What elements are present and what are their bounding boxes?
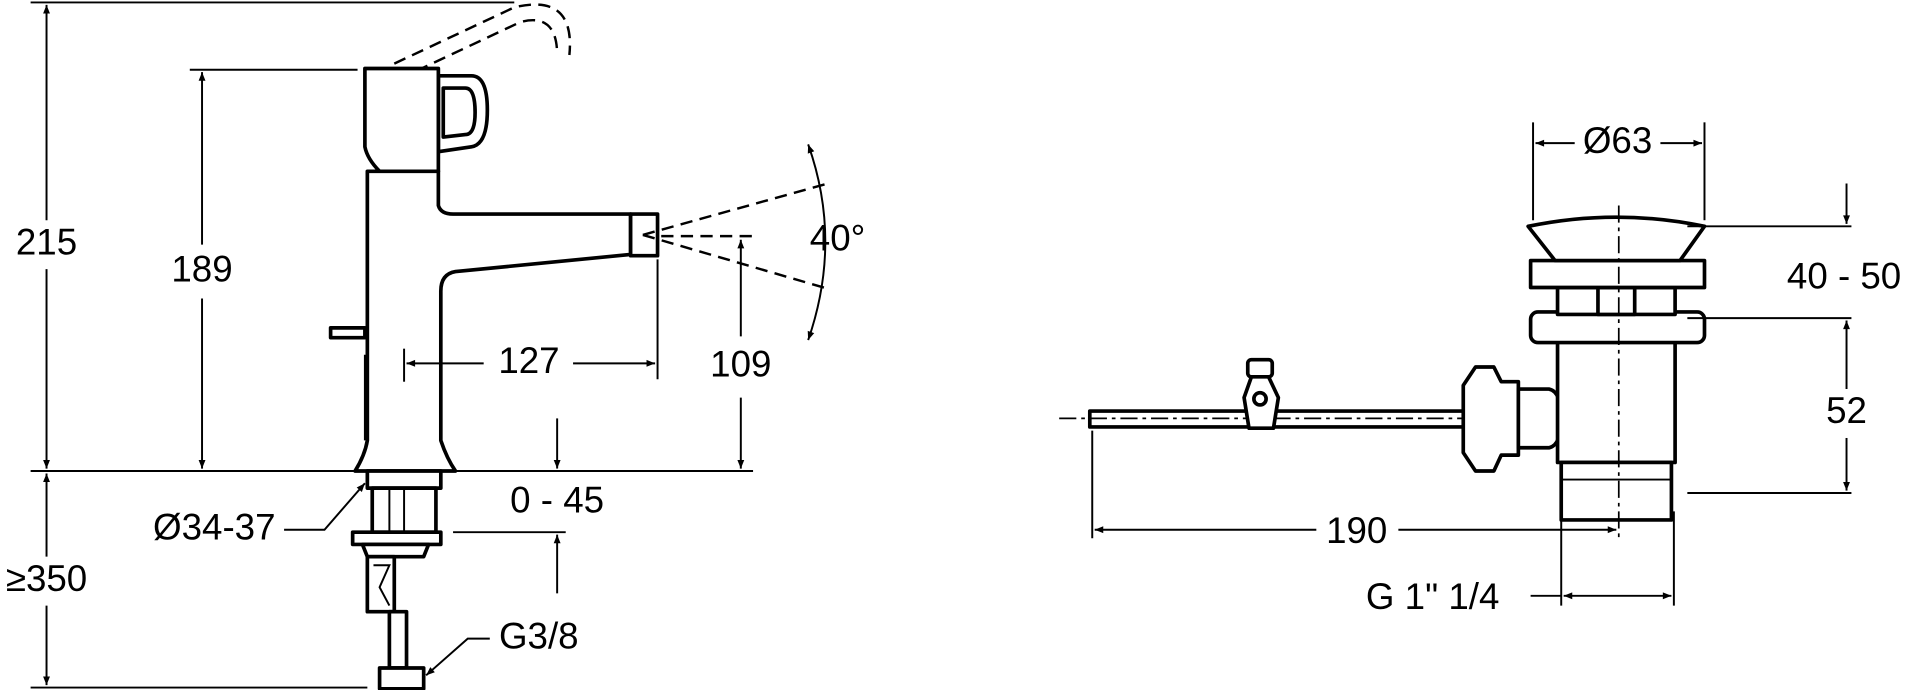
deck-thickness-label: 0 - 45 [510, 480, 604, 521]
plug-lift-label: 40 - 50 [1787, 256, 1901, 297]
waste-thread-label: G 1" 1/4 [1366, 576, 1499, 617]
body-height-label: 189 [171, 248, 232, 289]
spout-reach-label: 127 [498, 340, 559, 381]
rod-length-label: 190 [1326, 510, 1387, 551]
pop-up-waste-drawing: Ø63 40 - 50 52 190 G 1" 1/4 [1059, 120, 1901, 617]
spray-angle-label: 40° [810, 218, 866, 259]
plug-diameter-label: Ø63 [1583, 120, 1652, 161]
hole-diameter-label: Ø34-37 [153, 506, 275, 547]
overall-height-label: 215 [16, 221, 77, 262]
waste-body-height-label: 52 [1826, 390, 1867, 431]
connection-thread-label: G3/8 [499, 615, 579, 656]
hose-length-label: ≥350 [6, 558, 87, 599]
spout-height-label: 109 [710, 344, 771, 385]
bidet-faucet-drawing: 40° 215 189 127 109 0 - 45 Ø34-37 [6, 1, 866, 690]
